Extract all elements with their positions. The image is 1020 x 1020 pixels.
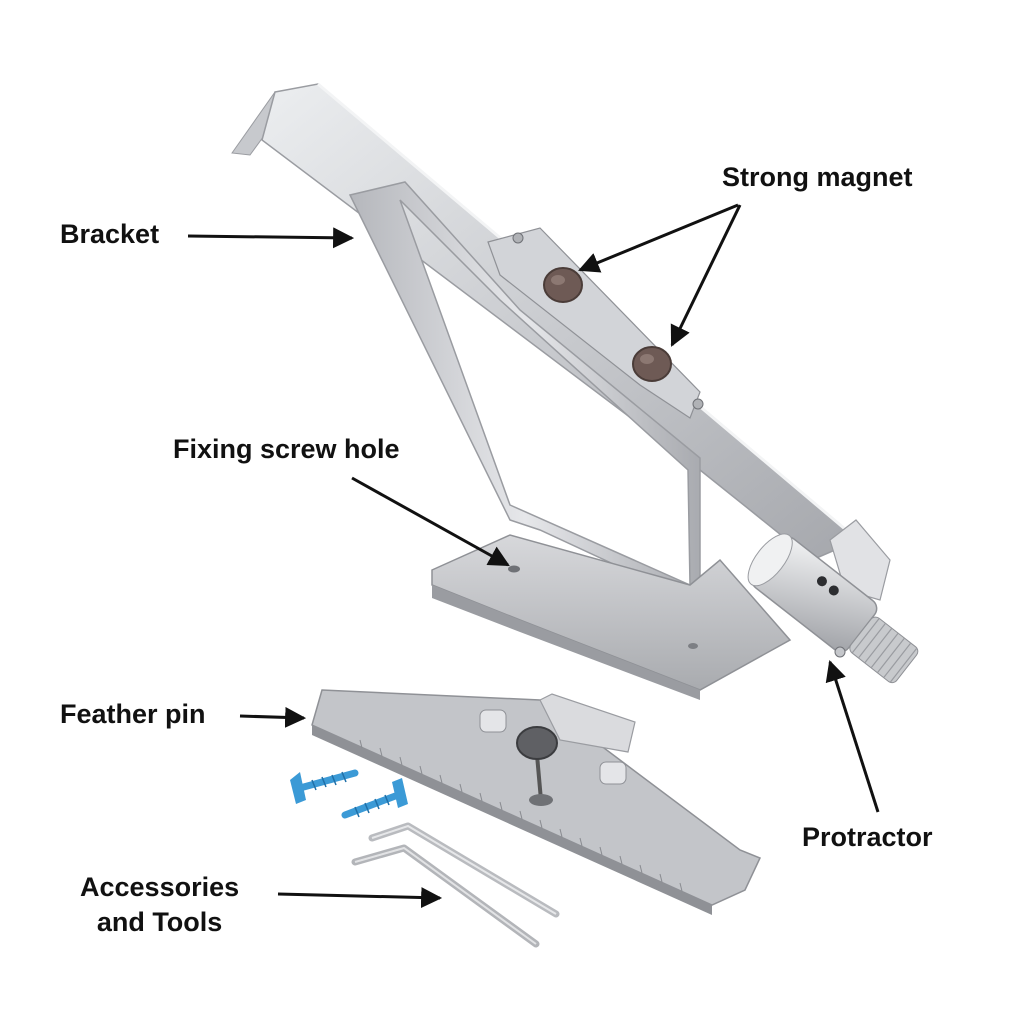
fixing-screw-hole (508, 565, 520, 573)
magnet-lower (632, 346, 672, 382)
label-accessories-line1: Accessories (80, 872, 240, 902)
arrow-accessories (277, 887, 443, 909)
label-bracket: Bracket (60, 219, 160, 249)
feather-pin (311, 689, 762, 915)
arrow-protractor (825, 659, 880, 813)
accessories (290, 769, 560, 948)
arrow-magnet-lower (670, 204, 742, 347)
label-strong-magnet: Strong magnet (722, 162, 913, 192)
arrow-magnet-upper (578, 203, 739, 273)
label-accessories-and-tools: Accessories and Tools (80, 870, 239, 940)
hex-key-1 (368, 822, 560, 918)
arrow-feather-pin (239, 706, 307, 728)
label-protractor: Protractor (802, 822, 933, 852)
callout-arrows (187, 203, 880, 909)
label-fixing-screw-hole: Fixing screw hole (173, 434, 400, 464)
label-feather-pin: Feather pin (60, 699, 206, 729)
arrow-fixing-hole (351, 476, 510, 567)
bracket-assembly (231, 82, 919, 700)
arrow-bracket (187, 227, 355, 249)
hex-key-2 (351, 844, 540, 948)
protractor (747, 533, 919, 684)
screw-1 (290, 769, 359, 804)
screw-2 (341, 778, 408, 819)
label-accessories-line2: and Tools (96, 907, 223, 938)
magnet-upper (543, 267, 583, 303)
